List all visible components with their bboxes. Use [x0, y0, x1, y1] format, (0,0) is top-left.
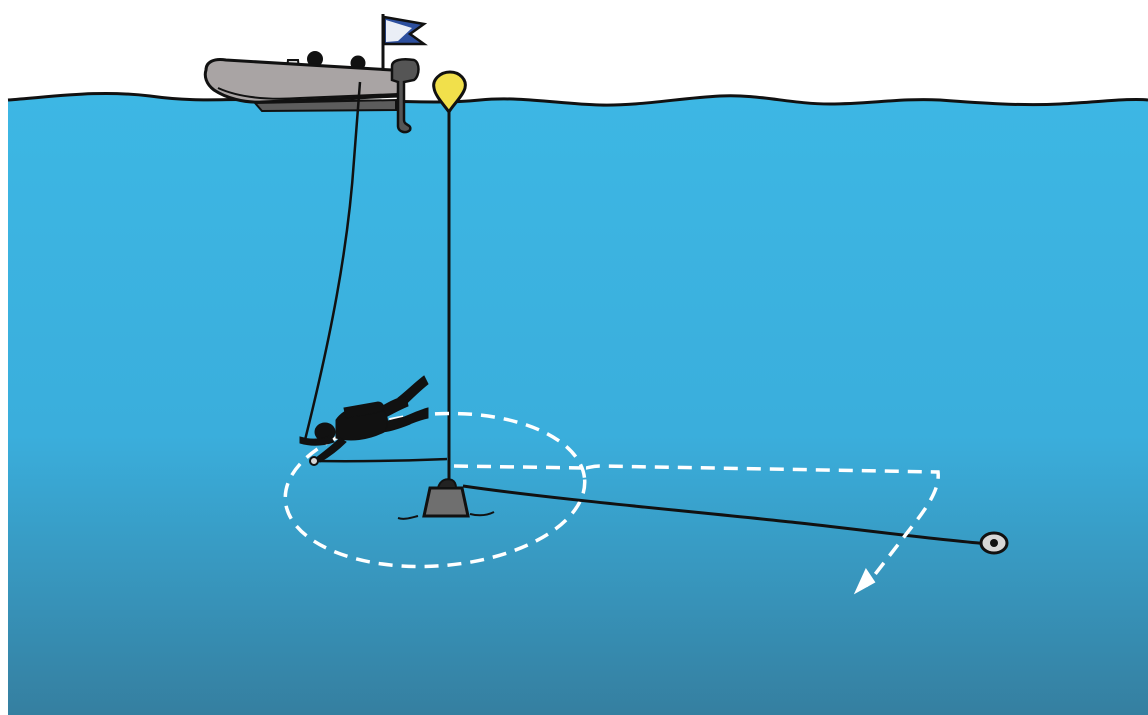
sweep-search-path: [453, 464, 940, 588]
water-body: [8, 93, 1148, 715]
circular-search-path: [283, 411, 587, 569]
distance-line: [462, 484, 991, 546]
boat: [203, 14, 428, 134]
diver-distance-line: [313, 457, 448, 463]
diver-silhouette: [299, 375, 429, 463]
diver-line-clip: [309, 456, 319, 466]
surface-line-to-diver: [303, 81, 362, 441]
shot-weight: [397, 478, 495, 520]
boat-hull: [203, 58, 402, 104]
outboard-motor: [390, 58, 420, 134]
reel-icon: [979, 531, 1009, 555]
water-surface-line: [7, 91, 1148, 107]
direction-arrow-icon: [853, 567, 876, 595]
